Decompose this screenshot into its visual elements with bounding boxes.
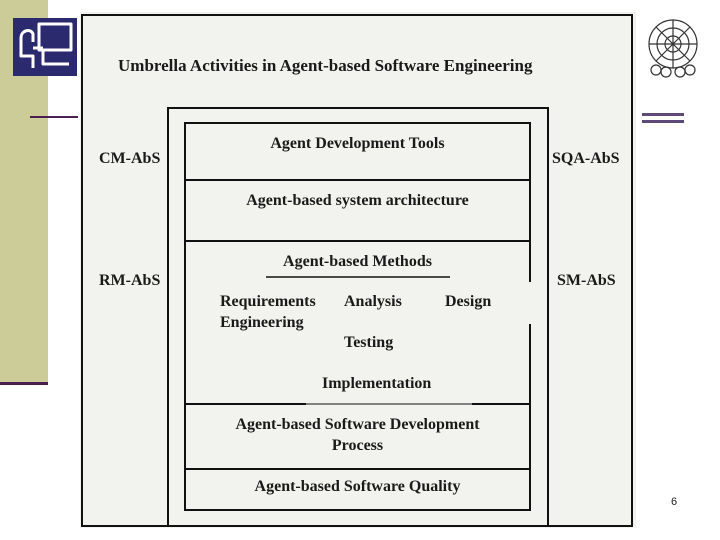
slide-title-rule-left	[30, 116, 78, 118]
method-implementation: Implementation	[322, 375, 432, 392]
slide-title-rule-right-lower	[642, 120, 684, 123]
layer-agent-development-tools: Agent Development Tools	[270, 135, 445, 152]
layer-process-line-1: Agent-based Software Development	[235, 416, 480, 433]
methods-heading: Agent-based Methods	[283, 253, 432, 270]
layer-process-line-2: Process	[331, 437, 384, 454]
diagram-title: Umbrella Activities in Agent-based Softw…	[118, 56, 533, 75]
computer-person-icon	[13, 18, 77, 76]
left-umbrella-label-cm: CM-AbS	[99, 150, 161, 167]
university-emblem-icon	[640, 14, 706, 80]
right-umbrella-label-sqa: SQA-AbS	[552, 150, 620, 167]
method-requirements-line-1: Requirements	[220, 293, 316, 310]
layer-system-architecture: Agent-based system architecture	[246, 192, 469, 209]
layer-software-quality: Agent-based Software Quality	[254, 478, 461, 495]
umbrella-diagram-frame	[81, 14, 633, 527]
slide-page-number: 6	[670, 496, 678, 508]
method-requirements-line-2: Engineering	[220, 314, 304, 331]
method-design: Design	[445, 293, 492, 310]
slide-side-bar-rule	[0, 382, 48, 385]
umbrella-activities-figure	[80, 12, 636, 528]
right-umbrella-label-sm: SM-AbS	[557, 272, 616, 289]
method-testing: Testing	[344, 334, 394, 351]
slide-title-rule-right	[642, 113, 684, 116]
left-umbrella-label-rm: RM-AbS	[99, 272, 161, 289]
method-analysis: Analysis	[344, 293, 402, 310]
